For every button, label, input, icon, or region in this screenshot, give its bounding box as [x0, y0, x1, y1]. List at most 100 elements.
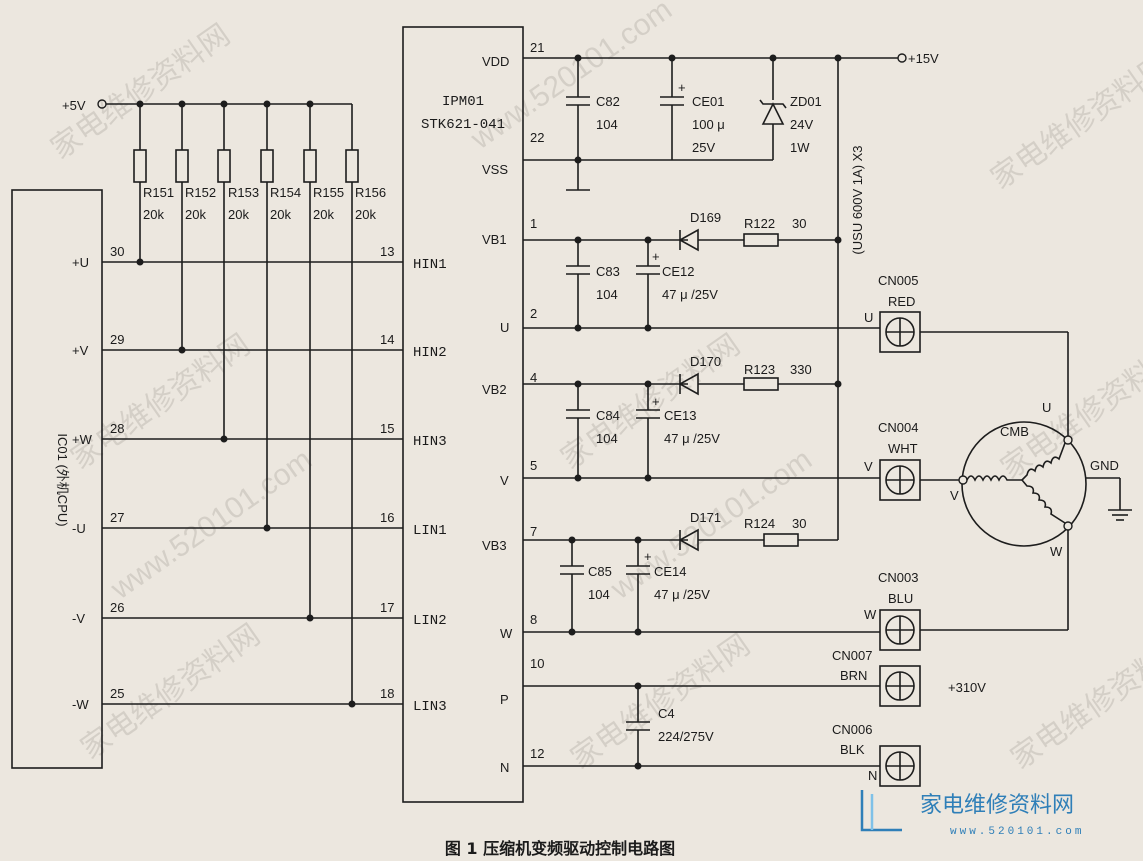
svg-text:U: U [500, 320, 509, 335]
svg-text:12: 12 [530, 746, 544, 761]
svg-text:+: + [678, 80, 686, 95]
svg-text:R156: R156 [355, 185, 386, 200]
svg-text:+: + [652, 249, 660, 264]
svg-text:14: 14 [380, 332, 394, 347]
watermark: 家电维修资料网 [565, 628, 756, 775]
resistor-r156: R156 20k [345, 104, 386, 704]
svg-text:C84: C84 [596, 408, 620, 423]
svg-text:104: 104 [596, 287, 618, 302]
svg-text:GND: GND [1090, 458, 1119, 473]
pullup-resistors: R151 20k R152 20k R153 20k R154 20k [133, 100, 386, 704]
svg-text:U: U [864, 310, 873, 325]
svg-text:P: P [500, 692, 509, 707]
svg-text:家电维修资料网: 家电维修资料网 [920, 793, 1074, 818]
svg-text:C4: C4 [658, 706, 675, 721]
signal-line-w-low: -W 25 18 LIN3 [72, 686, 447, 715]
svg-text:24V: 24V [790, 117, 813, 132]
svg-text:C82: C82 [596, 94, 620, 109]
svg-text:N: N [868, 768, 877, 783]
svg-text:R122: R122 [744, 216, 775, 231]
svg-text:-V: -V [72, 611, 85, 626]
resistor-r155: R155 20k [303, 100, 344, 618]
svg-text:CE13: CE13 [664, 408, 697, 423]
ipm-box [402, 26, 524, 803]
svg-text:V: V [950, 488, 959, 503]
svg-text:7: 7 [530, 524, 537, 539]
svg-text:ZD01: ZD01 [790, 94, 822, 109]
svg-text:V: V [864, 459, 873, 474]
svg-text:BRN: BRN [840, 668, 867, 683]
svg-text:16: 16 [380, 510, 394, 525]
dc-bus-section: C4 224/275V [523, 682, 880, 770]
svg-text:47 μ /25V: 47 μ /25V [654, 587, 710, 602]
svg-text:R155: R155 [313, 185, 344, 200]
svg-text:20k: 20k [228, 207, 249, 222]
svg-text:104: 104 [588, 587, 610, 602]
svg-text:4: 4 [530, 370, 537, 385]
signal-line-w-high: +W 28 15 HIN3 [72, 421, 447, 450]
svg-text:5: 5 [530, 458, 537, 473]
svg-text:BLU: BLU [888, 591, 913, 606]
svg-text:LIN3: LIN3 [413, 699, 447, 715]
svg-text:30: 30 [792, 516, 806, 531]
svg-text:LIN2: LIN2 [413, 613, 447, 629]
svg-text:D169: D169 [690, 210, 721, 225]
connectors: CN005 RED U CN004 WHT V CN003 BLU W [832, 273, 986, 787]
connector-cn007: CN007 BRN +310V [832, 648, 986, 707]
pin-vdd-name: VDD [482, 54, 509, 69]
svg-text:VB3: VB3 [482, 538, 507, 553]
svg-text:R123: R123 [744, 362, 775, 377]
signal-line-u-low: -U 27 16 LIN1 [72, 510, 447, 539]
svg-text:47 μ /25V: 47 μ /25V [662, 287, 718, 302]
svg-text:W: W [1050, 544, 1063, 559]
svg-text:+U: +U [72, 255, 89, 270]
svg-text:HIN1: HIN1 [413, 257, 447, 273]
svg-text:R154: R154 [270, 185, 301, 200]
supply-15v-terminal [897, 53, 907, 63]
supply-5v-label: +5V [62, 98, 86, 113]
watermark-layer: 家电维修资料网 www.520101.com 家电维修资料网 www.52010… [45, 0, 1143, 776]
bootstrap-phase-u: D169 R122 30 + C83 104 CE12 47 μ /25V [523, 210, 880, 332]
svg-text:W: W [864, 607, 877, 622]
svg-text:10: 10 [530, 656, 544, 671]
svg-text:224/275V: 224/275V [658, 729, 714, 744]
svg-text:100 μ: 100 μ [692, 117, 725, 132]
resistor-r154: R154 20k [260, 100, 301, 528]
connector-cn003: CN003 BLU W [864, 570, 921, 651]
svg-text:1: 1 [530, 216, 537, 231]
svg-text:104: 104 [596, 117, 618, 132]
svg-text:D170: D170 [690, 354, 721, 369]
cpu-label: IC01 (外机CPU) [55, 433, 70, 526]
svg-text:17: 17 [380, 600, 394, 615]
svg-text:U: U [1042, 400, 1051, 415]
svg-text:21: 21 [530, 40, 544, 55]
svg-text:+: + [644, 549, 652, 564]
svg-text:C83: C83 [596, 264, 620, 279]
svg-text:+V: +V [72, 343, 89, 358]
bootstrap-phase-v: D170 R123 330 + C84 104 CE13 47 μ /25V [523, 354, 880, 482]
svg-text:20k: 20k [143, 207, 164, 222]
connector-cn006: CN006 BLK N [832, 722, 921, 787]
svg-text:CE01: CE01 [692, 94, 725, 109]
svg-text:W: W [500, 626, 513, 641]
resistor-r151: R151 20k [133, 100, 174, 262]
svg-text:20k: 20k [313, 207, 334, 222]
svg-text:CN007: CN007 [832, 648, 872, 663]
watermark: 家电维修资料网 [75, 618, 266, 765]
voltage-310v-label: +310V [948, 680, 986, 695]
svg-text:30: 30 [110, 244, 124, 259]
svg-text:R153: R153 [228, 185, 259, 200]
svg-text:N: N [500, 760, 509, 775]
svg-text:28: 28 [110, 421, 124, 436]
svg-text:LIN1: LIN1 [413, 523, 447, 539]
resistor-r153: R153 20k [217, 100, 259, 439]
svg-text:(USU 600V 1A) X3: (USU 600V 1A) X3 [850, 145, 865, 254]
svg-text:C85: C85 [588, 564, 612, 579]
svg-text:CN006: CN006 [832, 722, 872, 737]
svg-text:13: 13 [380, 244, 394, 259]
svg-text:1W: 1W [790, 140, 810, 155]
svg-text:R151: R151 [143, 185, 174, 200]
signal-line-u-high: +U 30 13 HIN1 [72, 244, 447, 273]
svg-text:RED: RED [888, 294, 915, 309]
